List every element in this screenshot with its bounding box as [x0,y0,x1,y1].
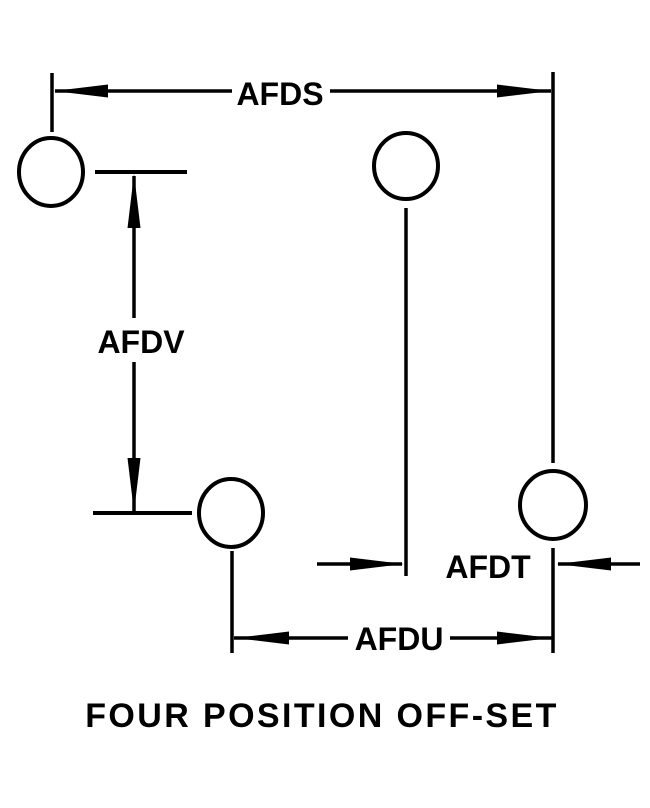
hole-right [518,469,588,541]
afds-dimension-label: AFDS [236,76,323,112]
afdu-arrowhead-left-icon [235,631,289,645]
afds-arrowhead-right-icon [497,84,551,98]
afds-arrowhead-left-icon [54,84,108,98]
drawing-title: FOUR POSITION OFF-SET [85,697,559,735]
hole-bottom-left [197,477,265,549]
afdu-dimension-label: AFDU [355,621,444,657]
afdv-arrowhead-down-icon [127,458,141,512]
afdv-arrowhead-up-icon [127,174,141,228]
afdt-arrowhead-right-icon [350,557,404,571]
arrowheads [54,84,611,645]
afdt-dimension-label: AFDT [445,549,531,585]
hole-top-left [17,136,85,208]
afdu-arrowhead-right-icon [497,631,551,645]
afdv-dimension-label: AFDV [97,324,185,360]
afdt-arrowhead-left-icon [557,557,611,571]
hole-top-middle [372,131,440,201]
labels: AFDS AFDV AFDT AFDU FOUR POSITION OFF-SE… [85,76,559,735]
